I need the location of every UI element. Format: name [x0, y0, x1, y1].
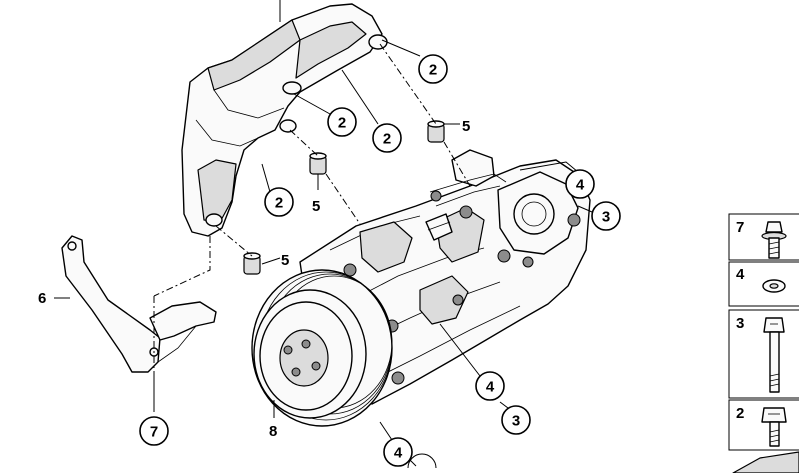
- lower-bracket: [61, 235, 217, 406]
- svg-text:2: 2: [338, 115, 346, 132]
- svg-text:4: 4: [486, 379, 495, 396]
- label-5-lower: 5: [281, 252, 289, 269]
- svg-text:3: 3: [512, 413, 520, 430]
- svg-text:3: 3: [736, 315, 744, 332]
- callout-4-upper: 4: [565, 169, 595, 199]
- svg-text:3: 3: [602, 209, 610, 226]
- svg-text:2: 2: [736, 405, 744, 422]
- callout-2-lower: 2: [264, 187, 294, 217]
- upper-bracket: [181, 0, 388, 237]
- svg-text:4: 4: [736, 266, 745, 283]
- pulley: [251, 269, 393, 427]
- legend-item-3: 3: [728, 309, 799, 399]
- svg-text:4: 4: [394, 445, 403, 462]
- callout-2-top: 2: [418, 54, 448, 84]
- svg-text:7: 7: [150, 424, 158, 441]
- callout-4-middle: 4: [475, 371, 505, 401]
- leader-lines: [54, 39, 593, 441]
- callout-2-left: 2: [327, 107, 357, 137]
- svg-text:7: 7: [736, 219, 744, 236]
- callout-7: 7: [139, 416, 169, 446]
- legend-item-partial: [732, 451, 799, 473]
- callout-2-right: 2: [372, 123, 402, 153]
- svg-text:2: 2: [383, 131, 391, 148]
- svg-text:4: 4: [576, 177, 585, 194]
- label-5-upper: 5: [462, 118, 470, 135]
- callout-partial-bottom: [407, 453, 437, 469]
- fastener-legend: 7 4 3 2: [728, 213, 799, 473]
- label-5-middle: 5: [312, 198, 320, 215]
- label-6: 6: [38, 290, 46, 307]
- legend-item-4: 4: [728, 261, 799, 307]
- legend-item-7: 7: [728, 213, 799, 261]
- bushing-lower: [243, 252, 261, 275]
- bushing-middle: [309, 152, 327, 175]
- label-8: 8: [269, 423, 277, 440]
- legend-item-2: 2: [728, 399, 799, 451]
- callout-3-middle: 3: [501, 405, 531, 435]
- callout-4-bottom: 4: [383, 437, 413, 467]
- svg-text:2: 2: [429, 62, 437, 79]
- svg-text:2: 2: [275, 195, 283, 212]
- callout-3-upper: 3: [591, 201, 621, 231]
- bushing-upper: [427, 120, 445, 143]
